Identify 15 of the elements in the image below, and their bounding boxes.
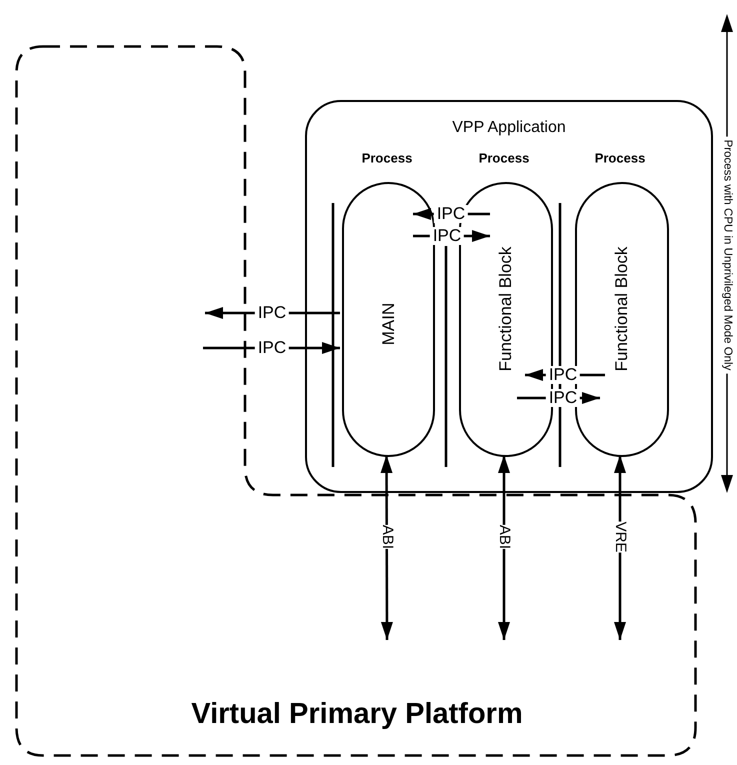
edge-label: IPC <box>546 389 580 407</box>
process-heading: Process <box>594 150 646 166</box>
platform-title: Virtual Primary Platform <box>191 698 523 731</box>
edge-label: IPC <box>434 205 468 223</box>
edge-label: IPC <box>546 366 580 384</box>
application-title: VPP Application <box>452 119 566 137</box>
block-label: MAIN <box>378 302 398 346</box>
block-label: Functional Block <box>496 246 516 372</box>
dimension-label: Process with CPU in Unprivileged Mode Only <box>720 136 734 374</box>
arrow <box>498 455 510 640</box>
process-heading: Process <box>478 150 530 166</box>
edge-label: IPC <box>430 227 464 245</box>
block-label: Functional Block <box>612 246 632 372</box>
process-heading: Process <box>362 150 412 166</box>
platform-region <box>15 45 697 757</box>
